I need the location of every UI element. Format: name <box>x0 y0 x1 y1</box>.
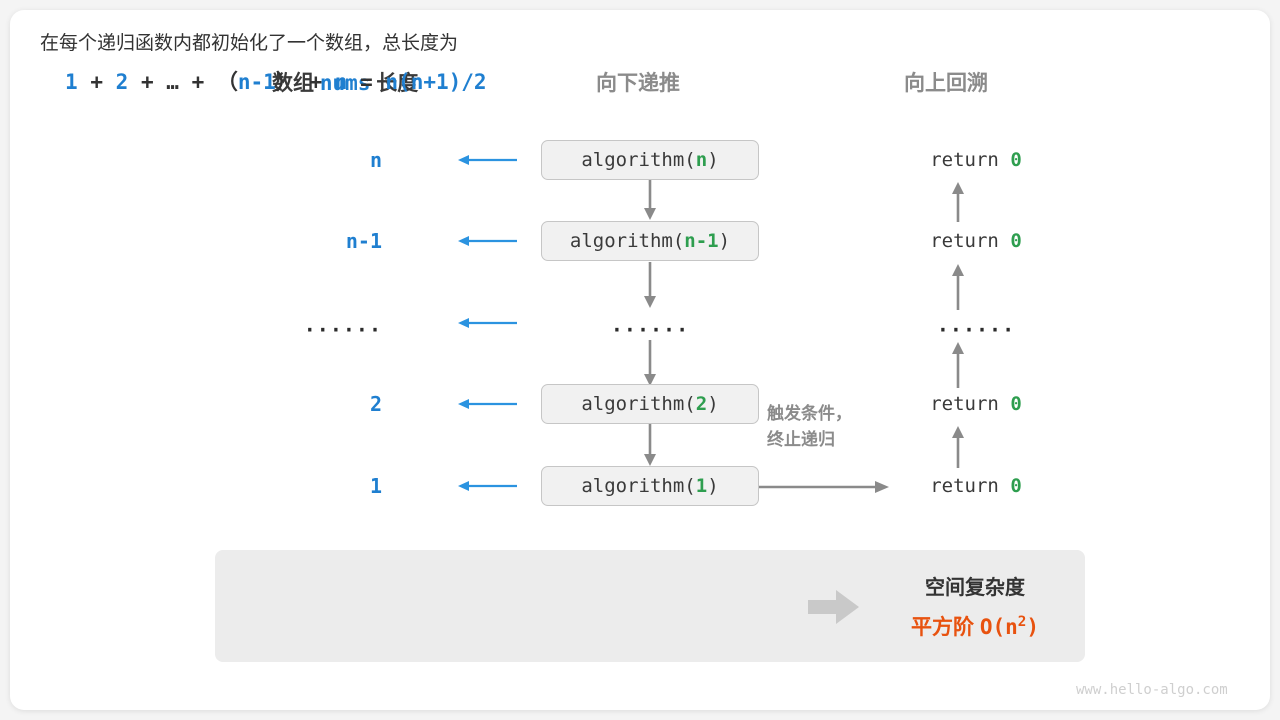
formula-result: n(n+1)/2 <box>385 70 487 94</box>
return-row-1: return 0 <box>866 230 1086 252</box>
call-text-prefix-3: algorithm( <box>581 393 696 415</box>
complexity-notation-exponent: 2 <box>1017 614 1027 630</box>
column-header-backtrack-up: 向上回溯 <box>904 72 988 95</box>
header-left-prefix: 数组 <box>272 72 314 95</box>
formula-equals: = <box>360 70 373 94</box>
blue-left-arrow-row-2 <box>458 318 517 328</box>
header-left-nums: nums <box>319 71 371 95</box>
call-text-suffix-0: ) <box>707 149 719 171</box>
down-arrow-connector-1 <box>644 262 656 308</box>
return-keyword-0: return <box>930 149 1011 171</box>
terminate-annotation: 触发条件， 终止递归 <box>767 401 852 454</box>
return-keyword-1: return <box>930 230 1011 252</box>
length-label-row-4: 1 <box>369 474 382 498</box>
call-box-row-2-dots: ······ <box>610 318 690 342</box>
formula-term-4: n <box>334 70 348 94</box>
call-text-suffix-3: ) <box>707 393 719 415</box>
return-value-4: 0 <box>1010 475 1022 497</box>
summary-formula: 1 + 2 + … + （n-1） + n = n(n+1)/2 <box>65 66 487 96</box>
formula-ellipsis: … <box>166 70 179 94</box>
down-arrow-connector-3 <box>644 424 656 466</box>
call-box-row-4: algorithm(1) <box>541 466 759 506</box>
length-label-row-1: n-1 <box>345 229 382 253</box>
summary-panel <box>215 550 1085 662</box>
terminate-line-2: 终止递归 <box>767 430 835 450</box>
terminate-line-1: 触发条件， <box>767 404 852 423</box>
space-complexity-title: 空间复杂度 <box>925 577 1025 599</box>
call-arg-1: n-1 <box>684 230 719 252</box>
implies-arrow-icon <box>808 590 859 624</box>
down-arrow-connector-2 <box>644 340 656 386</box>
call-text-prefix-0: algorithm( <box>581 149 696 171</box>
complexity-notation-close: ) <box>1026 615 1040 639</box>
call-box-row-0: algorithm(n) <box>541 140 759 180</box>
blue-left-arrow-row-0 <box>458 155 517 165</box>
watermark: www.hello-algo.com <box>1076 682 1228 698</box>
up-arrow-connector-1 <box>952 264 964 310</box>
blue-left-arrow-row-3 <box>458 399 517 409</box>
call-arg-0: n <box>695 149 708 171</box>
call-arg-3: 2 <box>695 393 708 415</box>
return-value-3: 0 <box>1010 393 1022 415</box>
blue-left-arrow-row-4 <box>458 481 517 491</box>
call-arg-4: 1 <box>695 475 708 497</box>
length-label-row-0: n <box>369 148 382 172</box>
return-row-2-dots: ······ <box>936 318 1016 342</box>
call-text-suffix-4: ) <box>707 475 719 497</box>
base-case-right-arrow <box>759 481 889 493</box>
formula-term-1: 1 <box>65 70 78 94</box>
call-text-suffix-1: ) <box>718 230 731 252</box>
summary-description: 在每个递归函数内都初始化了一个数组，总长度为 <box>40 33 459 54</box>
up-arrow-connector-2 <box>952 342 964 388</box>
formula-lparen: （ <box>216 71 238 94</box>
call-text-prefix-4: algorithm( <box>581 475 696 497</box>
column-header-recurse-down: 向下递推 <box>596 72 680 95</box>
return-row-3: return 0 <box>866 393 1086 415</box>
down-arrow-connector-0 <box>644 180 656 220</box>
call-text-prefix-1: algorithm( <box>569 230 685 252</box>
formula-term-3: n-1 <box>237 70 276 94</box>
space-complexity-value: 平方阶 O(n2) <box>880 611 1070 641</box>
call-box-row-1: algorithm(n-1) <box>541 221 759 261</box>
complexity-label: 平方阶 <box>910 616 974 639</box>
length-label-row-3: 2 <box>369 392 382 416</box>
length-label-row-2: ······ <box>303 318 382 342</box>
formula-op-3: + <box>191 70 205 94</box>
formula-rparen: ） <box>275 71 297 94</box>
header-left-suffix: 长度 <box>376 72 419 95</box>
return-value-1: 0 <box>1010 230 1022 252</box>
formula-op-4: + <box>309 70 323 94</box>
return-keyword-4: return <box>930 475 1011 497</box>
formula-term-2: 2 <box>115 70 129 94</box>
up-arrow-connector-3 <box>952 426 964 468</box>
complexity-notation-base: O(n <box>979 615 1018 639</box>
return-value-0: 0 <box>1010 149 1022 171</box>
up-arrow-connector-0 <box>952 182 964 222</box>
return-row-4: return 0 <box>866 475 1086 497</box>
formula-op-2: + <box>140 70 154 94</box>
blue-left-arrow-row-1 <box>458 236 517 246</box>
call-box-row-3: algorithm(2) <box>541 384 759 424</box>
return-row-0: return 0 <box>866 149 1086 171</box>
return-keyword-3: return <box>930 393 1011 415</box>
column-header-array-length: 数组 nums 长度 <box>272 67 418 97</box>
formula-op-1: + <box>90 70 103 94</box>
diagram-card: 数组 nums 长度 向下递推 向上回溯 n algorithm(n) retu… <box>10 10 1270 710</box>
